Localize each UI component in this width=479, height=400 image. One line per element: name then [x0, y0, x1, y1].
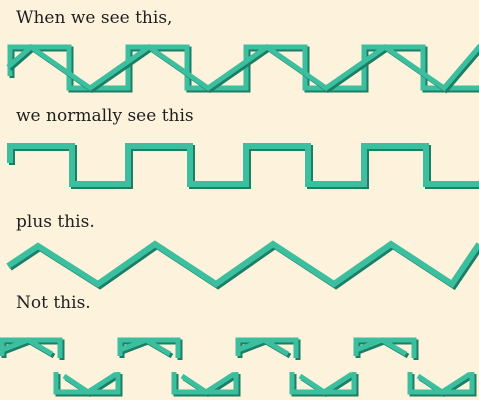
separated-triangles-figure — [0, 330, 479, 400]
triangle-wave-figure — [0, 236, 479, 291]
caption-not-this: Not this. — [16, 293, 91, 313]
caption-we-normally-see-this: we normally see this — [16, 106, 194, 126]
caption-when-we-see-this: When we see this, — [16, 8, 172, 28]
square-wave-line — [10, 146, 479, 184]
triangle-wave-line — [8, 244, 479, 284]
caption-plus-this: plus this. — [16, 212, 95, 232]
combined-wave-figure — [0, 38, 479, 98]
square-wave-figure — [0, 138, 479, 193]
